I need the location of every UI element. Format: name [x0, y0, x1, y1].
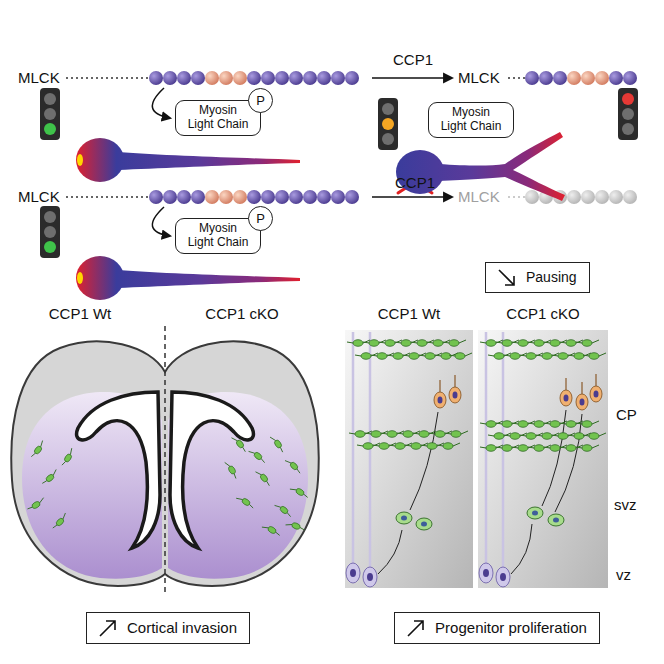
neuron-band — [347, 340, 606, 452]
migrating-neuron — [76, 138, 300, 182]
outcome-box: Pausing — [485, 262, 590, 293]
outcome-box: Cortical invasion — [86, 612, 250, 644]
traffic-light — [378, 98, 398, 150]
node-text: Myosin Light Chain — [441, 105, 502, 133]
node-text: Pausing — [526, 269, 577, 285]
node-text: Cortical invasion — [127, 619, 237, 636]
mlck-chain — [508, 71, 637, 85]
condition-label: CCP1 cKO — [506, 306, 579, 321]
condition-label: CCP1 Wt — [49, 306, 112, 321]
protein-label: MLCK — [458, 189, 500, 204]
outcome-box: Progenitor proliferation — [394, 612, 600, 644]
node-text: Myosin Light Chain — [188, 103, 249, 131]
protein-box: Myosin Light ChainP — [175, 100, 261, 136]
mlck-chain-grey — [508, 190, 637, 204]
traffic-light — [40, 206, 60, 258]
curved-arrow — [152, 207, 170, 236]
trend-arrow — [405, 617, 427, 639]
layer-label: svz — [614, 497, 637, 512]
node-text: P — [256, 212, 265, 225]
enzyme-label: CCP1 — [395, 175, 435, 190]
enzyme-label: CCP1 — [393, 52, 433, 67]
node-text: Progenitor proliferation — [435, 619, 587, 636]
reaction-arrow — [372, 196, 452, 198]
layer-label: vz — [616, 567, 631, 582]
neuron-group — [27, 434, 310, 537]
phosphate-circle: P — [248, 88, 273, 113]
traffic-light — [618, 88, 638, 140]
trend-arrow — [97, 617, 119, 639]
traffic-light — [40, 88, 60, 140]
brain-section — [11, 326, 318, 594]
protein-label: MLCK — [458, 70, 500, 85]
condition-label: CCP1 Wt — [378, 306, 441, 321]
layer-label: CP — [616, 407, 637, 422]
node-text: Myosin Light Chain — [188, 221, 249, 249]
protein-label: MLCK — [18, 70, 60, 85]
phosphate-circle: P — [248, 206, 273, 231]
reaction-arrow — [372, 77, 452, 79]
protein-box: Myosin Light ChainP — [175, 218, 261, 254]
trend-arrow — [496, 266, 518, 288]
mlck-chain — [66, 190, 359, 204]
node-text: P — [256, 94, 265, 107]
protein-label: MLCK — [18, 189, 60, 204]
condition-label: CCP1 cKO — [205, 306, 278, 321]
mlck-chain — [66, 71, 359, 85]
protein-box: Myosin Light Chain — [428, 102, 514, 138]
migrating-neuron — [76, 256, 300, 300]
cortex-panel — [345, 330, 608, 588]
curved-arrow — [152, 88, 170, 118]
